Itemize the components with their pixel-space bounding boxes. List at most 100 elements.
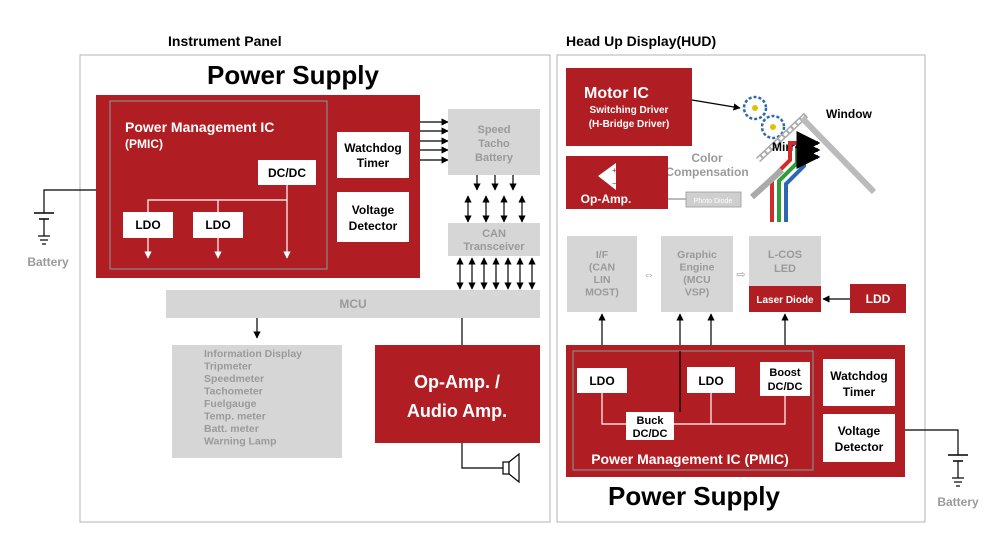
ge-line-2: (MCU	[683, 274, 710, 286]
hud-voltage-label2: Detector	[835, 440, 884, 454]
hud-title: Head Up Display(HUD)	[566, 33, 716, 49]
hud-watchdog-box	[823, 359, 895, 406]
motor-to-mirror-arrow	[691, 99, 741, 111]
speed-label: Speed	[477, 124, 510, 136]
graphic-engine-box	[661, 236, 733, 312]
color-compensation-mirror	[749, 167, 785, 200]
hud-voltage-label: Voltage	[838, 424, 881, 438]
left-ldo1-label: LDO	[135, 218, 160, 232]
left-watchdog-label2: Timer	[357, 156, 390, 170]
buck-label: Buck	[637, 415, 665, 427]
hud-panel-frame	[556, 54, 926, 523]
ldd-block	[850, 284, 906, 313]
tacho-label: Tacho	[478, 138, 510, 150]
hud-pmic-label: Power Management IC (PMIC)	[591, 451, 789, 467]
switching-driver-label: Switching Driver	[590, 105, 669, 116]
motor-gear-icon	[742, 95, 786, 140]
hud-watchdog-label2: Timer	[843, 385, 876, 399]
opamp-plus: +	[612, 166, 617, 175]
left-pmic-frame	[109, 100, 328, 270]
motor-ic-block	[566, 68, 692, 146]
transceiver-label: Transceiver	[463, 241, 525, 253]
left-voltage-detector-box	[337, 192, 409, 242]
can-label: CAN	[482, 228, 506, 240]
left-power-supply-block	[96, 95, 420, 278]
photo-diode-label: Photo Diode	[694, 198, 733, 205]
lcos-label: L-COS	[768, 249, 802, 261]
hud-watchdog-label: Watchdog	[830, 369, 888, 383]
led-label: LED	[774, 263, 796, 275]
ge-line-1: Engine	[679, 262, 714, 274]
hud-opamp-block	[566, 156, 668, 209]
opamp-triangle-icon	[598, 163, 616, 190]
battery-signal-label: Battery	[475, 152, 514, 164]
right-battery-label: Battery	[937, 495, 979, 509]
motor-ic-label: Motor IC	[584, 85, 649, 102]
right-battery-wire	[905, 429, 959, 455]
left-battery-label: Battery	[27, 255, 69, 269]
ge-line-3: VSP)	[685, 287, 710, 299]
hud-pmic-frame	[572, 350, 814, 471]
hud-pmic-wiring	[601, 393, 786, 425]
color-label: Color	[691, 151, 723, 165]
left-dcdc-label: DC/DC	[268, 166, 306, 180]
information-display-list: Information DisplayTripmeterSpeedmeterTa…	[204, 348, 302, 448]
window-shape	[799, 115, 877, 195]
lcos-led-box	[749, 236, 821, 286]
compensation-label: Compensation	[665, 165, 748, 179]
left-ldo1-box	[123, 212, 173, 238]
laser-diode-label: Laser Diode	[756, 295, 814, 306]
hud-ldo2-box	[687, 367, 735, 393]
left-dcdc-box	[258, 160, 316, 185]
info-item-2: Speedmeter	[204, 373, 264, 385]
hud-voltage-detector-box	[823, 414, 895, 462]
info-item-7: Warning Lamp	[204, 436, 277, 448]
info-item-5: Temp. meter	[204, 411, 266, 423]
if-line-1: (CAN	[589, 262, 615, 274]
boost-dcdc-box	[760, 362, 810, 396]
mirror-hatch	[756, 113, 808, 162]
window-label: Window	[826, 107, 873, 121]
left-pmic-label: Power Management IC	[125, 119, 274, 135]
instrument-panel-title: Instrument Panel	[168, 33, 282, 49]
if-line-2: LIN	[594, 274, 611, 286]
if-ge-bidir-icon: ⇔	[644, 269, 655, 281]
h-bridge-label: (H-Bridge Driver)	[589, 119, 670, 130]
ldd-label: LDD	[866, 292, 891, 306]
interface-box	[567, 236, 637, 312]
buck-dcdc-box	[626, 412, 674, 440]
buck-dcdc-label: DC/DC	[633, 428, 668, 440]
mcu-bar	[166, 290, 540, 318]
ge-lcos-arrow-icon: ⇨	[736, 269, 745, 281]
boost-dcdc-label: DC/DC	[768, 381, 803, 393]
hud-ldo2-label: LDO	[698, 374, 723, 388]
can-to-mcu-arrows	[456, 257, 536, 290]
speaker-icon	[508, 452, 520, 484]
rgb-beams	[770, 131, 821, 222]
info-item-0: Information Display	[204, 348, 302, 360]
mcu-label: MCU	[339, 297, 366, 311]
audio-amp-label1: Op-Amp. /	[414, 372, 500, 392]
hud-ldo1-label: LDO	[589, 374, 614, 388]
if-line-0: I/F	[596, 249, 609, 261]
hud-opamp-label: Op-Amp.	[581, 192, 632, 206]
left-voltage-label2: Detector	[349, 219, 398, 233]
information-display-box	[172, 345, 342, 458]
speed-to-can-arrows	[464, 175, 526, 223]
audio-amp-block	[375, 345, 540, 443]
instrument-panel-frame	[79, 54, 551, 523]
hud-ldo1-box	[577, 368, 627, 393]
laser-diode-block	[749, 286, 821, 312]
left-voltage-label: Voltage	[352, 203, 395, 217]
ge-line-0: Graphic	[677, 249, 717, 261]
amp-to-speaker-wire	[461, 443, 503, 469]
info-item-3: Tachometer	[204, 386, 263, 398]
info-item-4: Fuelgauge	[204, 398, 257, 410]
boost-label: Boost	[769, 367, 801, 379]
opamp-minus: −	[612, 179, 617, 188]
left-battery-wire	[43, 189, 96, 213]
info-item-1: Tripmeter	[204, 361, 252, 373]
photo-diode-box	[685, 191, 742, 208]
